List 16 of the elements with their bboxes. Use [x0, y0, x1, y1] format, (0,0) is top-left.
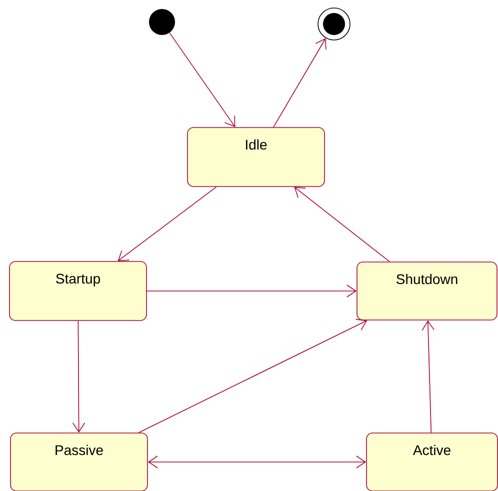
arrow	[422, 320, 435, 433]
state-box: Active	[366, 432, 498, 491]
arrow	[169, 32, 236, 128]
arrow	[294, 186, 390, 262]
arrow	[138, 318, 368, 433]
state-box: Idle	[187, 127, 325, 187]
arrow	[273, 38, 326, 128]
state-box: Passive	[10, 432, 148, 491]
arrow	[118, 186, 217, 262]
arrow	[72, 320, 86, 433]
state-box: Shutdown	[356, 262, 498, 320]
state-box: Startup	[9, 261, 147, 321]
initial-state	[149, 9, 175, 35]
arrow	[146, 284, 357, 298]
final-state	[318, 8, 350, 40]
arrow	[148, 456, 366, 468]
